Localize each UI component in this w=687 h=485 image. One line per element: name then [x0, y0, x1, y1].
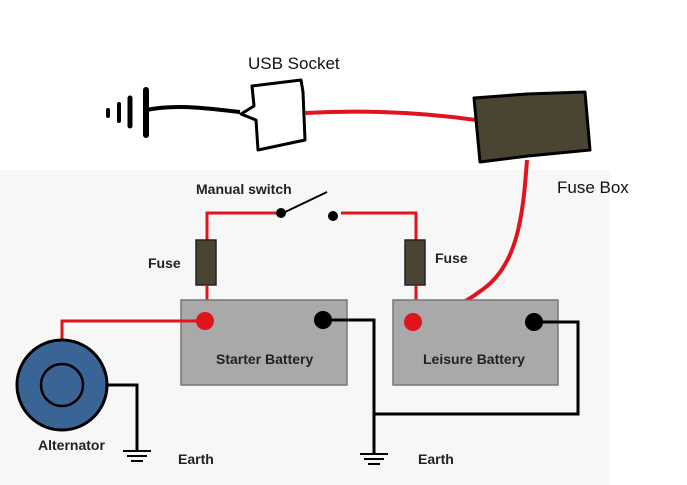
ground-icon-batteries [360, 453, 388, 465]
earth-right-label: Earth [418, 451, 454, 467]
usb-socket-outline-icon [239, 78, 307, 152]
fuse-right-label: Fuse [435, 250, 468, 266]
fuse-left-icon [195, 239, 217, 286]
fuse-box-label: Fuse Box [557, 178, 629, 197]
alternator-label: Alternator [38, 437, 105, 453]
negative-wiring [106, 318, 580, 453]
leisure-positive-terminal [404, 313, 422, 331]
usb-positive-wire [304, 109, 477, 122]
leisure-battery [392, 299, 559, 386]
leisure-battery-label: Leisure Battery [423, 351, 525, 367]
starter-negative-terminal [314, 311, 332, 329]
manual-switch-circuit [205, 211, 418, 240]
ground-icon-alternator [123, 450, 151, 462]
starter-battery-label: Starter Battery [216, 351, 314, 367]
ground-icon-top [106, 87, 149, 138]
usb-socket-label: USB Socket [248, 54, 340, 73]
fuse-left-label: Fuse [148, 255, 181, 271]
manual-switch-lever [282, 191, 328, 214]
switch-contact-right [328, 211, 338, 221]
fuse-box-icon [472, 90, 592, 164]
manual-switch-label: Manual switch [196, 181, 292, 197]
leisure-negative-terminal [525, 313, 543, 331]
fuse-right-icon [404, 239, 426, 286]
switch-contact-left [276, 208, 286, 218]
usb-negative-wire [145, 104, 241, 114]
starter-positive-terminal [196, 312, 214, 330]
earth-left-label: Earth [178, 451, 214, 467]
alternator-icon [15, 338, 109, 432]
